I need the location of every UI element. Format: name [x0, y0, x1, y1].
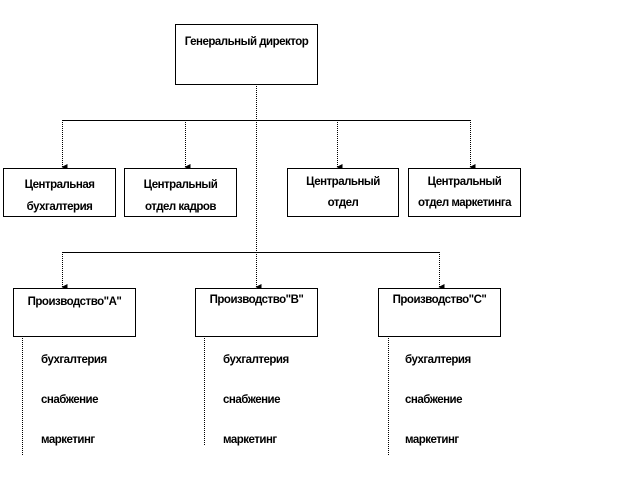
central-department-box: Центральный отдел — [287, 168, 399, 217]
production-label: Производство"B" — [209, 294, 304, 306]
director-box: Генеральный директор — [175, 24, 318, 85]
sub-department: маркетинг — [41, 434, 95, 446]
sub-department: бухгалтерия — [41, 354, 107, 366]
production-box: Производство"C" — [378, 288, 501, 337]
production-label: Производство"A" — [27, 296, 122, 308]
director-label: Генеральный директор — [184, 36, 309, 48]
department-line2: отдел маркетинга — [417, 197, 512, 209]
production-label: Производство"C" — [392, 294, 487, 306]
sub-department: бухгалтерия — [405, 354, 471, 366]
department-line2: отдел кадров — [145, 201, 217, 213]
department-line1: Центральный — [143, 179, 218, 191]
sub-department: бухгалтерия — [223, 354, 289, 366]
central-department-box: Центральный отдел кадров — [124, 168, 237, 217]
sub-department: снабжение — [41, 394, 99, 406]
sub-department: маркетинг — [223, 434, 277, 446]
production-box: Производство"B" — [195, 288, 318, 337]
department-line1: Центральная — [24, 179, 95, 191]
sub-department: снабжение — [223, 394, 281, 406]
central-department-box: Центральный отдел маркетинга — [408, 168, 521, 217]
sub-department: снабжение — [405, 394, 463, 406]
department-line2: бухгалтерия — [26, 201, 93, 213]
department-line1: Центральный — [306, 176, 380, 188]
department-line2: отдел — [327, 197, 359, 209]
sub-department: маркетинг — [405, 434, 459, 446]
department-line1: Центральный — [427, 176, 502, 188]
production-box: Производство"A" — [13, 288, 136, 337]
central-department-box: Центральная бухгалтерия — [3, 168, 116, 217]
